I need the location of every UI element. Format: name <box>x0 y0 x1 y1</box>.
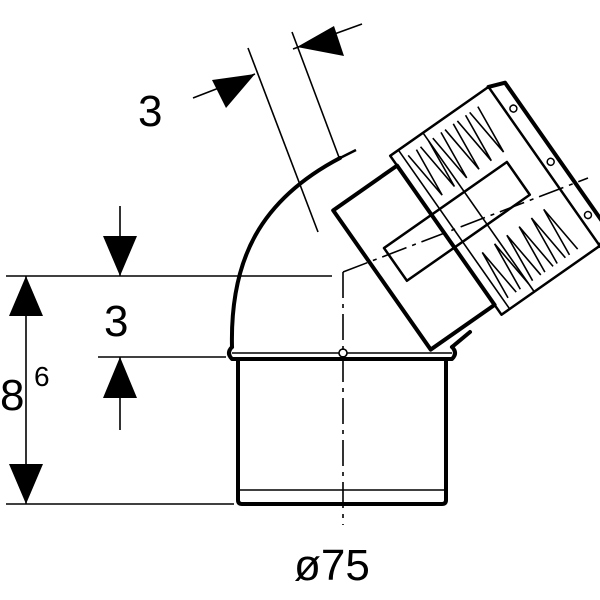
total-height-superscript: 6 <box>34 361 50 392</box>
seal-ribs-bottom <box>481 208 579 299</box>
angled-centerline <box>342 177 589 273</box>
upper-socket <box>331 80 600 352</box>
left-dimension-lines <box>6 206 332 505</box>
top-dimension-lines <box>192 23 363 233</box>
diameter-label: ø75 <box>294 541 370 590</box>
left-height-label: 3 <box>104 297 128 346</box>
lower-socket <box>227 345 457 506</box>
total-height-base: 8 <box>0 371 24 420</box>
bend-body <box>229 148 472 349</box>
total-height-label: 8 <box>0 371 24 420</box>
seal-ribs-top <box>407 106 505 196</box>
top-offset-label: 3 <box>138 87 162 136</box>
